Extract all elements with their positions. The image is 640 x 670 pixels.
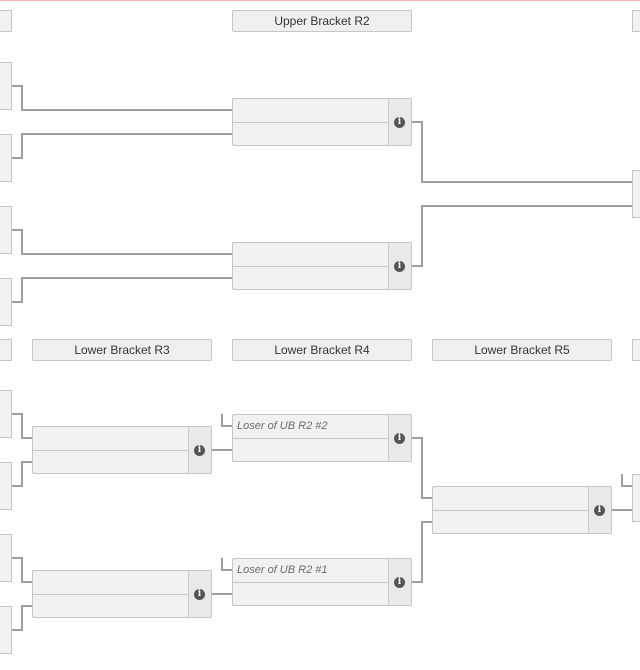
round-header-lower-r5: Lower Bracket R5	[432, 339, 612, 361]
team-slot-1[interactable]	[433, 487, 589, 510]
match-lb-r4-2[interactable]: Loser of UB R2 #1 i	[232, 558, 412, 606]
info-icon[interactable]: i	[394, 577, 405, 588]
team-slot-2[interactable]	[33, 451, 189, 474]
round-header-stub-left	[0, 10, 12, 32]
round-header-stub-left	[0, 339, 12, 361]
team-slot-2[interactable]	[233, 439, 389, 462]
slot-divider	[233, 266, 411, 267]
info-icon[interactable]: i	[194, 445, 205, 456]
round-header-stub-right	[632, 339, 640, 361]
match-info-cell[interactable]: i	[388, 559, 411, 605]
round-header-stub-right	[632, 10, 640, 32]
slot-divider	[433, 510, 611, 511]
match-ub-r2-2[interactable]: i	[232, 242, 412, 290]
team-slot-2[interactable]	[233, 583, 389, 606]
match-info-cell[interactable]: i	[388, 243, 411, 289]
match-info-cell[interactable]: i	[188, 427, 211, 473]
match-lb-r5-1[interactable]: i	[432, 486, 612, 534]
team-slot-1[interactable]	[233, 99, 389, 122]
match-lb-r3-1[interactable]: i	[32, 426, 212, 474]
match-lb-r3-2[interactable]: i	[32, 570, 212, 618]
match-stub-left[interactable]	[0, 134, 12, 182]
team-slot-2[interactable]	[33, 595, 189, 618]
slot-divider	[33, 594, 211, 595]
info-icon[interactable]: i	[394, 433, 405, 444]
team-slot-2[interactable]	[233, 123, 389, 146]
match-stub-right[interactable]	[632, 170, 640, 218]
match-ub-r2-1[interactable]: i	[232, 98, 412, 146]
team-slot-1[interactable]	[33, 427, 189, 450]
slot-divider	[33, 450, 211, 451]
match-info-cell[interactable]: i	[388, 99, 411, 145]
slot-divider	[233, 582, 411, 583]
match-stub-left[interactable]	[0, 206, 12, 254]
round-header-lower-r4: Lower Bracket R4	[232, 339, 412, 361]
round-header-upper-r2: Upper Bracket R2	[232, 10, 412, 32]
match-info-cell[interactable]: i	[588, 487, 611, 533]
match-stub-left[interactable]	[0, 462, 12, 510]
match-info-cell[interactable]: i	[388, 415, 411, 461]
match-stub-right[interactable]	[632, 474, 640, 522]
info-icon[interactable]: i	[394, 261, 405, 272]
info-icon[interactable]: i	[394, 117, 405, 128]
info-icon[interactable]: i	[594, 505, 605, 516]
team-slot-1[interactable]: Loser of UB R2 #1	[237, 564, 328, 576]
team-slot-1[interactable]	[33, 571, 189, 594]
match-stub-left[interactable]	[0, 606, 12, 654]
info-icon[interactable]: i	[194, 589, 205, 600]
team-slot-2[interactable]	[433, 511, 589, 534]
match-stub-left[interactable]	[0, 534, 12, 582]
top-border	[0, 0, 640, 1]
round-header-lower-r3: Lower Bracket R3	[32, 339, 212, 361]
match-lb-r4-1[interactable]: Loser of UB R2 #2 i	[232, 414, 412, 462]
slot-divider	[233, 122, 411, 123]
team-slot-1[interactable]: Loser of UB R2 #2	[237, 420, 328, 432]
match-stub-left[interactable]	[0, 62, 12, 110]
match-stub-left[interactable]	[0, 278, 12, 326]
match-info-cell[interactable]: i	[188, 571, 211, 617]
team-slot-2[interactable]	[233, 267, 389, 290]
slot-divider	[233, 438, 411, 439]
match-stub-left[interactable]	[0, 390, 12, 438]
team-slot-1[interactable]	[233, 243, 389, 266]
